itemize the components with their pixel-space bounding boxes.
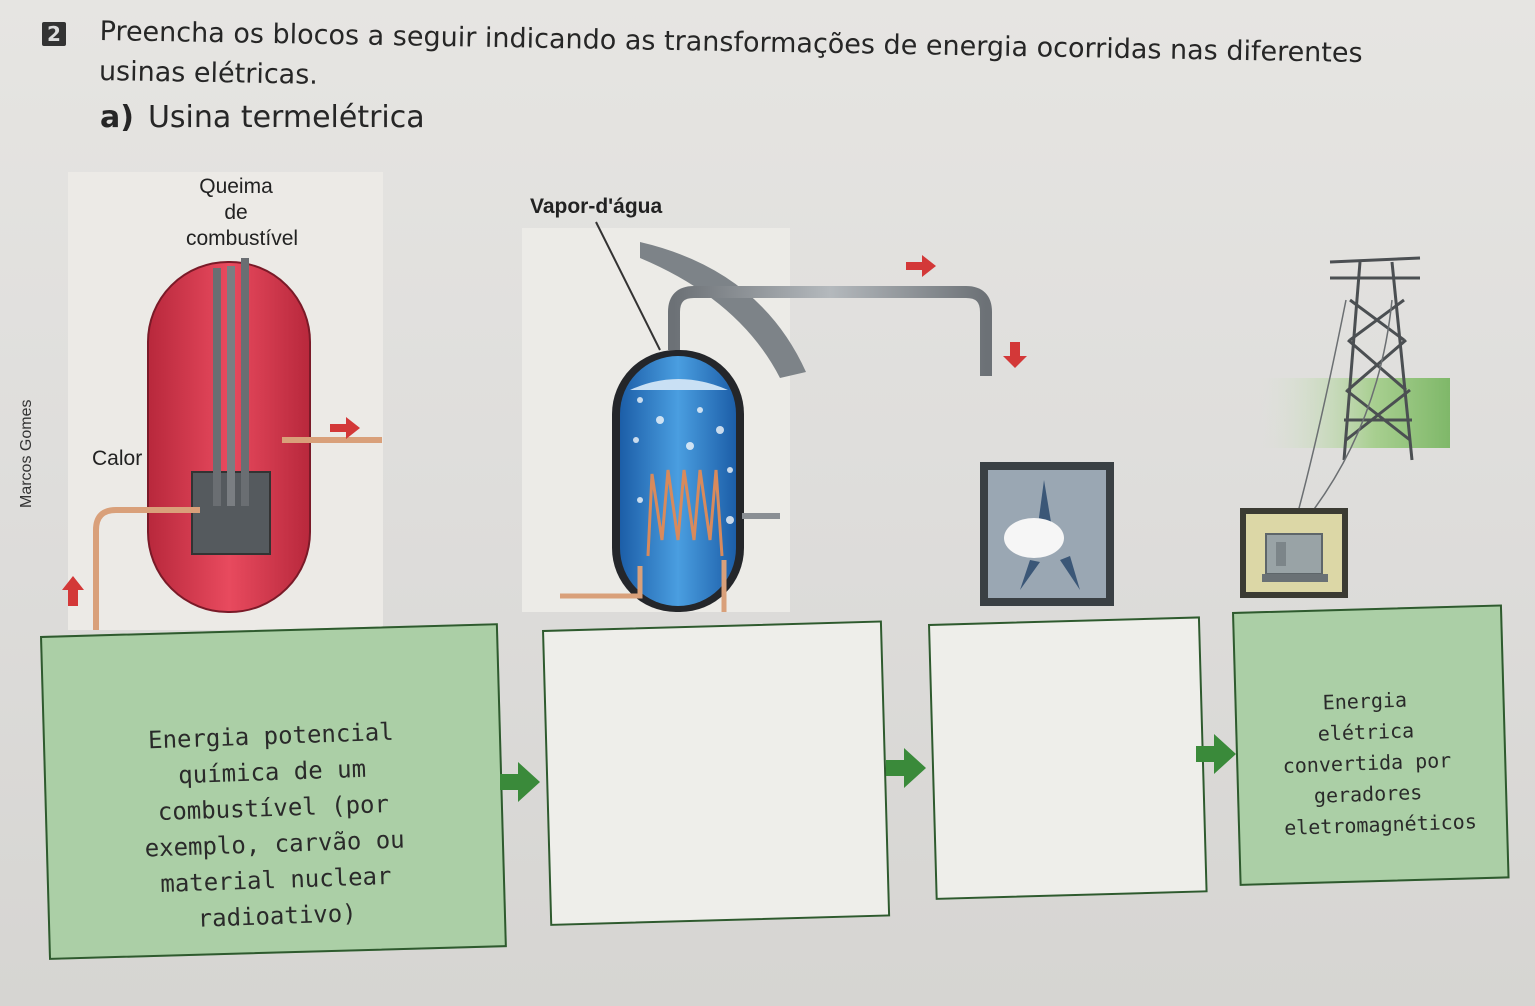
- arrow-right-icon: [500, 762, 540, 802]
- energy-block-1-text: Energia potencial química de um combustí…: [144, 717, 406, 933]
- image-credit: Marcos Gomes: [18, 399, 35, 508]
- subsection-letter: a): [100, 100, 134, 135]
- arrow-right-icon: [330, 417, 360, 439]
- arrow-down-icon: [1003, 342, 1027, 368]
- energy-block-2-answer[interactable]: [542, 620, 891, 926]
- arrow-right-icon: [1196, 734, 1236, 774]
- heat-label: Calor: [92, 447, 143, 470]
- arrow-right-icon: [906, 255, 936, 277]
- generator: [1240, 508, 1348, 598]
- steam-label-pointer: [595, 221, 661, 351]
- steam-pipe: [668, 286, 992, 376]
- boiler-vessel: [560, 350, 780, 612]
- transmission-tower: [1329, 256, 1421, 461]
- fuel-burning-label: Queima de combustível: [186, 175, 299, 250]
- reactor-vessel: [93, 258, 382, 630]
- energy-block-3-answer[interactable]: [928, 616, 1208, 900]
- arrow-right-icon: [886, 748, 926, 788]
- question-number-badge: 2: [42, 22, 66, 46]
- power-lines: [1297, 299, 1393, 513]
- subsection-heading: a) Usina termelétrica: [100, 100, 425, 135]
- grass-strip: [1260, 378, 1450, 448]
- energy-block-4-text: Energia elétrica convertida por geradore…: [1282, 687, 1478, 840]
- steam-label: Vapor-d'água: [530, 195, 663, 218]
- arrow-up-icon: [62, 576, 84, 606]
- steam-shield: [640, 242, 806, 378]
- turbine: [980, 462, 1114, 606]
- subsection-title: Usina termelétrica: [147, 100, 425, 135]
